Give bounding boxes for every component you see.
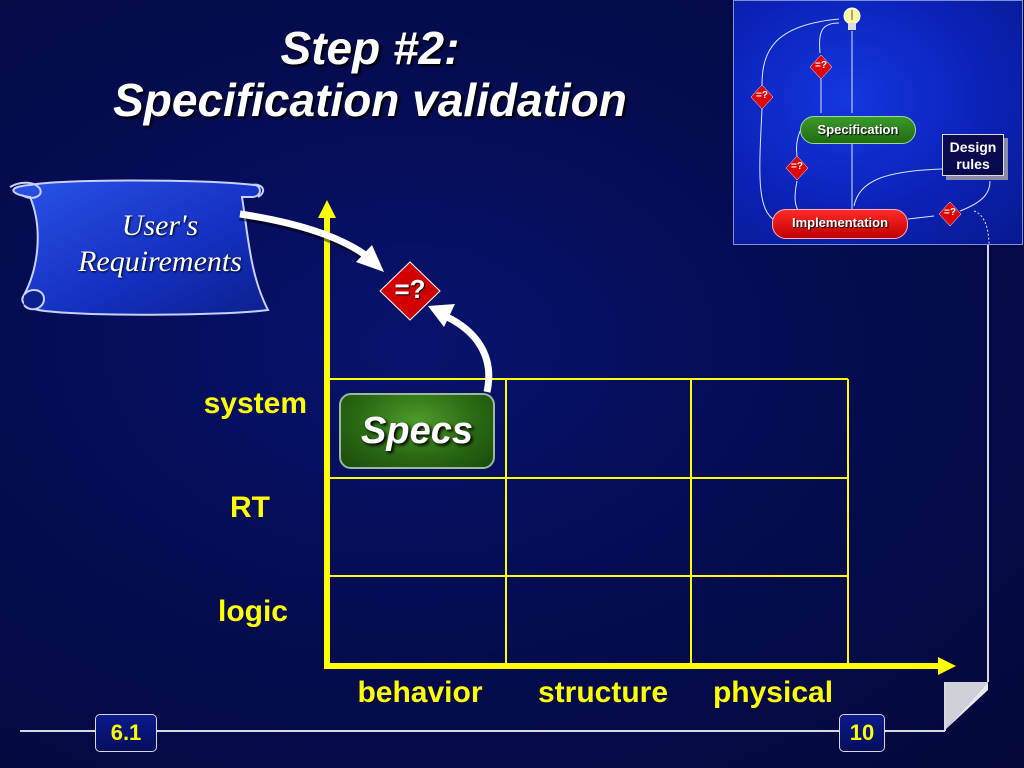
specs-box: Specs xyxy=(339,393,495,469)
section-number: 6.1 xyxy=(95,714,157,752)
specs-arrow xyxy=(443,312,493,393)
row-label-rt: RT xyxy=(230,491,270,524)
inset-diamond-top: =? xyxy=(815,60,827,71)
design-rules-line-1: Design xyxy=(949,139,997,155)
slide-title: Step #2: Specification validation xyxy=(40,22,700,126)
inset-diamond-mid: =? xyxy=(791,161,803,172)
comparison-symbol: =? xyxy=(394,274,426,304)
grid-lines xyxy=(330,378,849,665)
column-label-structure: structure xyxy=(537,676,669,709)
x-axis-arrowhead xyxy=(938,657,956,675)
comparison-diamond xyxy=(379,261,441,321)
title-line-2: Specification validation xyxy=(113,74,627,126)
lightbulb-icon xyxy=(843,7,861,30)
row-label-logic: logic xyxy=(217,595,288,628)
row-label-system: system xyxy=(203,387,307,420)
y-axis-arrowhead xyxy=(318,200,336,218)
inset-diamond-left: =? xyxy=(756,90,768,101)
inset-design-rules: Design rules xyxy=(942,134,1004,176)
scroll-text: User's Requirements xyxy=(40,208,280,280)
column-label-behavior: behavior xyxy=(357,676,483,709)
design-rules-line-2: rules xyxy=(956,156,990,172)
scroll-line-2: Requirements xyxy=(78,245,242,278)
inset-connectors xyxy=(750,7,991,244)
page-number: 10 xyxy=(839,714,885,752)
inset-specification: Specification xyxy=(800,116,916,144)
title-line-1: Step #2: xyxy=(280,22,460,74)
scroll-line-1: User's xyxy=(121,209,199,242)
requirements-arrow xyxy=(239,211,378,266)
inset-implementation: Implementation xyxy=(772,209,908,239)
design-flow-inset: =? =? =? =? Specification Implementation… xyxy=(733,0,1023,245)
specs-label: Specs xyxy=(361,409,473,452)
column-label-physical: physical xyxy=(712,676,834,709)
inset-diamond-right: =? xyxy=(944,207,956,218)
requirements-scroll xyxy=(9,179,270,316)
